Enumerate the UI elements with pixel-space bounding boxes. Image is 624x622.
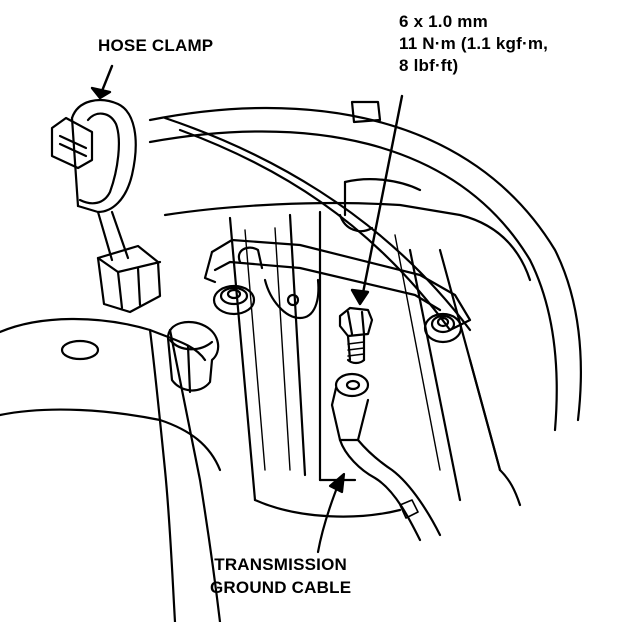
mounting-bracket [203, 238, 472, 332]
ground-cable-label-line-1: TRANSMISSION [214, 555, 347, 574]
upper-hose [148, 106, 582, 432]
torque-spec-label: 6 x 1.0 mm 11 N·m (1.1 kgf·m, 8 lbf·ft) [399, 11, 548, 77]
torque-spec-callout-arrow [350, 94, 404, 306]
ground-cable-callout-leader [316, 472, 346, 554]
hose-clamp-callout-arrow [90, 64, 114, 100]
ground-bolt [338, 306, 374, 365]
bracket-bolt-right [423, 312, 463, 344]
ground-cable-label: TRANSMISSION GROUND CABLE [210, 553, 351, 599]
torque-spec-line-3: 8 lbf·ft) [399, 56, 459, 75]
left-engine-block [0, 317, 222, 622]
left-mount-bolt [166, 320, 220, 394]
ground-cable-label-line-2: GROUND CABLE [210, 578, 352, 597]
torque-spec-line-1: 6 x 1.0 mm [399, 12, 488, 31]
ground-cable [330, 372, 442, 542]
bracket-bolt-left [212, 284, 256, 316]
upper-boss [338, 100, 382, 233]
torque-spec-line-2: 11 N·m (1.1 kgf·m, [399, 34, 549, 53]
transmission-housing [163, 178, 532, 518]
hose-clamp-label: HOSE CLAMP [98, 36, 214, 55]
hose-clamp [50, 99, 162, 314]
